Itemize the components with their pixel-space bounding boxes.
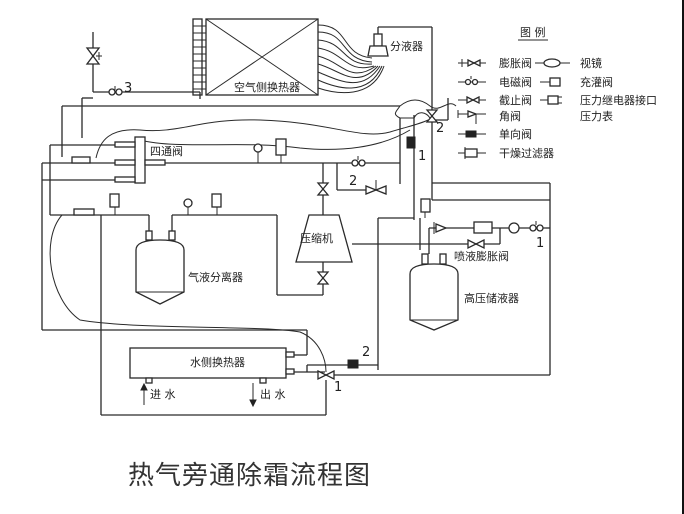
legend-sight-glass-icon <box>535 58 570 68</box>
sight-glass <box>508 222 520 234</box>
pressure-switch-sep-2 <box>211 193 222 215</box>
legend-check-valve-icon <box>458 130 486 138</box>
legend-item-angle-valve: 角阀 <box>499 109 521 123</box>
pressure-gauge-1 <box>253 143 263 163</box>
legend-item-charge-valve: 充灌阀 <box>580 75 613 89</box>
check-valve-1-upper <box>406 136 416 149</box>
stop-valve-compressor-top <box>316 182 330 196</box>
legend-item-pressure-gauge: 压力表 <box>580 109 613 123</box>
legend: 图 例 膨胀阀 电磁阀 截止阀 角阀 <box>457 25 657 160</box>
gas-liquid-separator: 气液分离器 <box>135 215 243 305</box>
distributor-label: 分液器 <box>390 39 423 53</box>
legend-stop-valve-icon <box>458 95 486 105</box>
legend-item-check-valve: 单向阀 <box>499 127 532 141</box>
gas-liquid-separator-label: 气液分离器 <box>188 270 243 284</box>
angle-valve <box>365 180 387 195</box>
expansion-valve-1-lower <box>317 369 335 381</box>
solenoid-valve-2-middle <box>351 156 366 167</box>
compressor: 压缩机 <box>295 214 353 263</box>
water-hx-label: 水侧换热器 <box>190 355 245 369</box>
diagram-title: 热气旁通除霜流程图 <box>128 461 372 491</box>
solenoid-valve-2-upper <box>425 109 439 123</box>
label-1-right: 1 <box>536 236 544 251</box>
high-pressure-receiver: 高压储液器 <box>409 253 519 331</box>
legend-solenoid-valve-icon <box>458 76 486 86</box>
distributor: 分液器 <box>367 26 432 57</box>
legend-pressure-switch-port-icon <box>540 95 562 105</box>
water-side-heat-exchanger: 水侧换热器 <box>129 347 295 384</box>
pressure-switch-sep <box>109 193 120 215</box>
check-valve-2-lower <box>347 359 359 369</box>
stop-valve-compressor-bottom <box>316 271 330 285</box>
label-1-upper: 1 <box>418 149 426 164</box>
legend-item-stop-valve: 截止阀 <box>499 93 532 107</box>
legend-item-expansion-valve: 膨胀阀 <box>499 56 532 70</box>
water-in-label: 进 水 <box>150 388 176 401</box>
capillary-tubes <box>317 24 385 94</box>
pressure-switch-receiver <box>420 198 431 218</box>
receiver-label: 高压储液器 <box>464 291 519 305</box>
top-stop-valve <box>85 32 102 92</box>
solenoid-valve-1-right <box>529 221 544 232</box>
charge-valve-3 <box>108 86 123 96</box>
angle-valve-receiver <box>433 222 448 234</box>
label-3: 3 <box>124 81 132 96</box>
label-2-lower: 2 <box>362 345 370 360</box>
right-border <box>682 0 684 514</box>
water-out-label: 出 水 <box>260 387 286 401</box>
compressor-label: 压缩机 <box>300 231 333 245</box>
legend-item-dryer-filter: 干燥过滤器 <box>499 147 554 160</box>
label-2-upper: 2 <box>436 121 444 136</box>
legend-angle-valve-icon <box>457 110 486 124</box>
legend-expansion-valve-icon <box>458 58 486 68</box>
water-in-arrow <box>140 382 148 405</box>
legend-item-solenoid-valve: 电磁阀 <box>499 75 532 89</box>
pressure-switch-1 <box>275 138 287 163</box>
air-hx-label: 空气侧换热器 <box>234 80 300 94</box>
legend-item-sight-glass: 视镜 <box>580 56 602 70</box>
four-way-valve-label: 四通阀 <box>150 144 183 158</box>
pressure-switch-port-left <box>71 156 91 164</box>
legend-dryer-filter-icon <box>458 147 486 159</box>
dryer-filter <box>473 221 493 234</box>
legend-item-pressure-switch-port: 压力继电器接口 <box>580 94 657 107</box>
label-2-middle: 2 <box>349 174 357 189</box>
pressure-switch-port-sep <box>73 208 95 216</box>
legend-title: 图 例 <box>520 25 546 39</box>
four-way-valve: 四通阀 <box>114 136 183 184</box>
label-1-lower: 1 <box>334 380 342 395</box>
legend-charge-valve-icon <box>540 77 561 87</box>
spray-expansion-valve-label: 喷液膨胀阀 <box>454 249 509 263</box>
water-out-arrow <box>249 383 257 408</box>
air-side-heat-exchanger: 空气侧换热器 <box>192 18 319 96</box>
pressure-gauge-sep <box>183 198 193 215</box>
spray-expansion-valve <box>467 238 485 250</box>
